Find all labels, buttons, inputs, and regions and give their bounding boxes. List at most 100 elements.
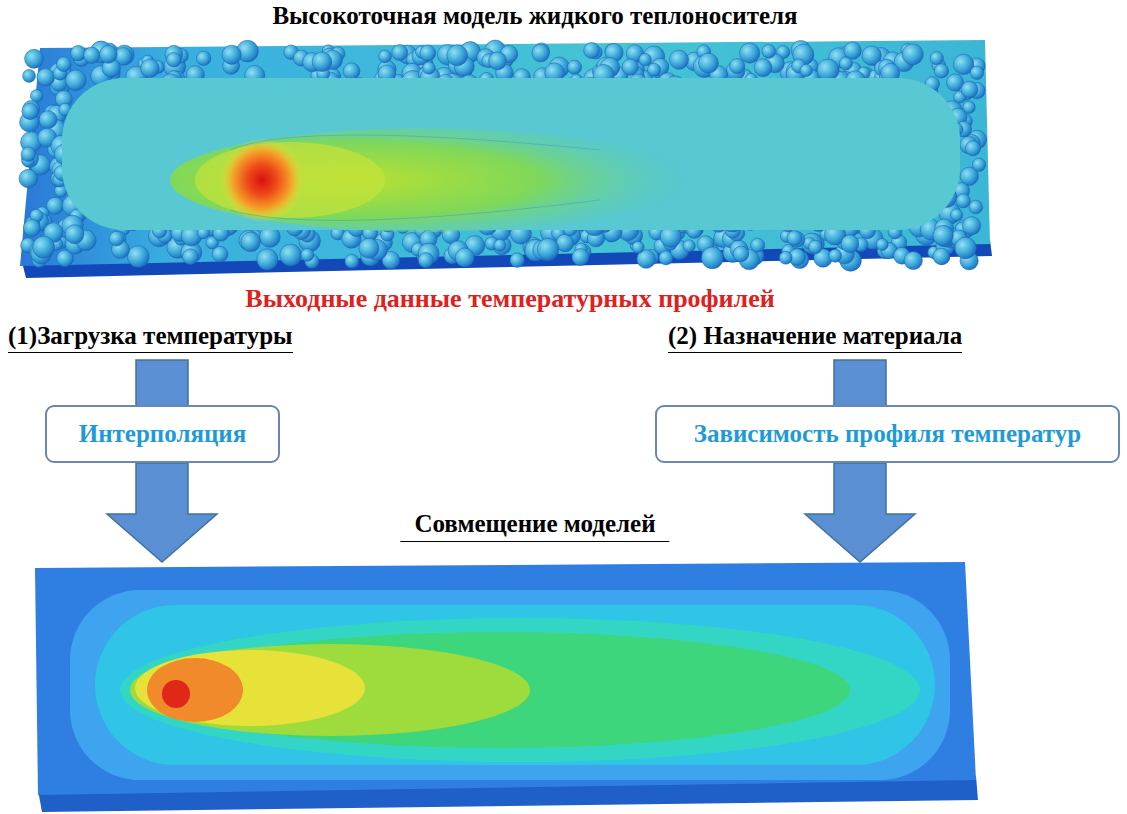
particle bbox=[21, 147, 35, 161]
particle bbox=[379, 50, 392, 63]
particle bbox=[779, 251, 792, 264]
particle bbox=[167, 52, 182, 67]
particle bbox=[632, 241, 644, 253]
arrow-shaft bbox=[834, 360, 886, 406]
particle bbox=[567, 60, 581, 74]
particle bbox=[33, 236, 55, 258]
particle bbox=[904, 251, 922, 269]
image-heading: Совмещение моделей bbox=[400, 510, 669, 542]
contour-band bbox=[162, 680, 190, 708]
particle bbox=[22, 103, 38, 119]
particle bbox=[494, 239, 506, 251]
particle bbox=[312, 52, 332, 72]
flow-lines bbox=[230, 135, 600, 220]
particle bbox=[701, 247, 723, 269]
particle bbox=[212, 246, 228, 262]
particle bbox=[84, 47, 100, 63]
particle bbox=[66, 70, 86, 90]
particle bbox=[754, 59, 772, 77]
particle bbox=[65, 225, 84, 244]
particle bbox=[809, 240, 823, 254]
combined-model-image bbox=[35, 562, 978, 812]
particle bbox=[729, 58, 744, 73]
process-box: Интерполяция bbox=[45, 405, 280, 463]
particle bbox=[839, 57, 852, 70]
particle bbox=[639, 53, 651, 65]
particle bbox=[56, 57, 71, 72]
hot-spot bbox=[220, 138, 304, 222]
particle bbox=[844, 42, 861, 59]
contour-band bbox=[130, 644, 530, 736]
contour-band bbox=[135, 650, 365, 726]
particle bbox=[30, 90, 42, 102]
particle bbox=[23, 219, 40, 236]
particle bbox=[800, 64, 812, 76]
particle bbox=[99, 45, 117, 63]
contour-band bbox=[70, 590, 950, 780]
particle-bed bbox=[19, 40, 987, 271]
slab-top bbox=[35, 562, 976, 795]
particle bbox=[423, 62, 435, 74]
particle bbox=[23, 69, 36, 82]
box-label: Интерполяция bbox=[79, 420, 247, 448]
particle bbox=[359, 238, 379, 258]
contour-band bbox=[120, 618, 920, 762]
model-image: Высокоточная модель жидкого теплоносител… bbox=[20, 42, 990, 278]
particle bbox=[301, 248, 314, 261]
contour-band bbox=[147, 658, 243, 722]
particle bbox=[933, 225, 953, 245]
particle bbox=[930, 52, 943, 65]
image-heading: Высокоточная модель жидкого теплоносител… bbox=[258, 2, 811, 33]
particle bbox=[572, 249, 589, 266]
particle bbox=[510, 253, 525, 268]
particle bbox=[751, 238, 765, 252]
step-label: (2) Назначение материала bbox=[668, 322, 962, 353]
particle bbox=[933, 248, 950, 265]
slab-top bbox=[20, 40, 990, 266]
particle bbox=[141, 59, 159, 77]
particle bbox=[817, 59, 839, 81]
contour-band bbox=[95, 605, 935, 765]
particle bbox=[841, 235, 859, 253]
particle bbox=[257, 249, 278, 270]
particle bbox=[934, 64, 948, 78]
particle bbox=[902, 44, 923, 65]
particle bbox=[647, 63, 660, 76]
particle bbox=[489, 52, 507, 70]
particle bbox=[418, 253, 433, 268]
particle bbox=[241, 232, 261, 252]
particle bbox=[584, 42, 600, 58]
particle bbox=[532, 44, 550, 62]
particle bbox=[683, 240, 695, 252]
process-box: Зависимость профиля температур bbox=[655, 405, 1120, 463]
particle bbox=[876, 238, 888, 250]
model-image: Совмещение моделей bbox=[35, 562, 977, 812]
coolant-model-image bbox=[19, 40, 992, 278]
particle bbox=[280, 244, 302, 266]
particle bbox=[698, 53, 718, 73]
particle bbox=[537, 238, 559, 260]
particle bbox=[222, 45, 241, 64]
particle bbox=[47, 197, 64, 214]
particle bbox=[25, 49, 44, 68]
particle bbox=[955, 237, 977, 259]
particle bbox=[39, 111, 57, 129]
particle bbox=[956, 194, 970, 208]
particle bbox=[343, 63, 360, 80]
particle bbox=[37, 68, 55, 86]
particle bbox=[127, 246, 149, 268]
arrow-shaft bbox=[136, 360, 188, 406]
particle bbox=[787, 231, 802, 246]
particle bbox=[801, 233, 822, 254]
particle bbox=[965, 141, 980, 156]
particle bbox=[19, 169, 37, 187]
particle bbox=[455, 248, 474, 267]
particle bbox=[733, 246, 749, 262]
particle bbox=[196, 51, 210, 65]
particle bbox=[109, 231, 124, 246]
particle bbox=[420, 45, 436, 61]
particle bbox=[970, 66, 983, 79]
plume bbox=[170, 128, 690, 232]
particle bbox=[345, 254, 359, 268]
